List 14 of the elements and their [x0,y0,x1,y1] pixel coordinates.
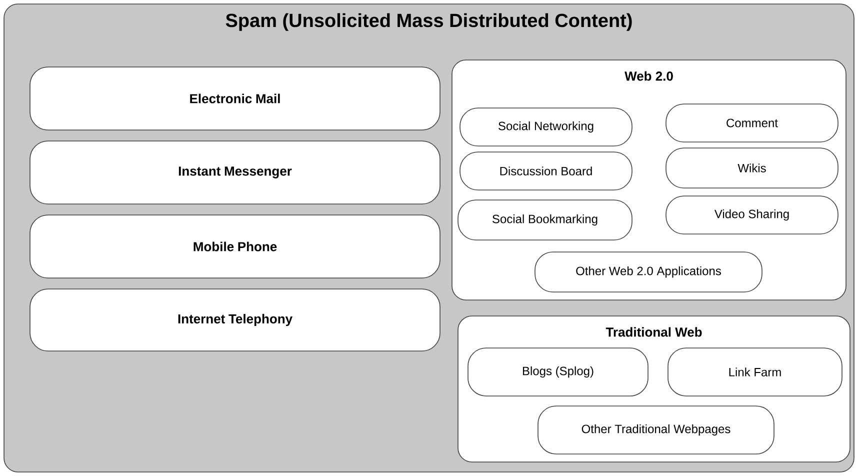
item-box: Social Bookmarking [458,200,632,240]
category-box: Internet Telephony [30,288,440,352]
item-box: Other Web 2.0 Applications [534,252,762,292]
item-box: Blogs (Splog) [468,348,648,396]
item-box: Discussion Board [460,152,632,190]
item-box: Video Sharing [666,196,838,234]
item-box: Comment [666,104,838,142]
category-box: Electronic Mail [30,66,440,130]
category-box: Mobile Phone [30,214,440,278]
item-box: Link Farm [668,348,842,396]
item-box: Wikis [666,148,838,188]
item-box: Social Networking [460,108,632,146]
item-box: Other Traditional Webpages [538,406,774,454]
category-box: Instant Messenger [30,140,440,204]
